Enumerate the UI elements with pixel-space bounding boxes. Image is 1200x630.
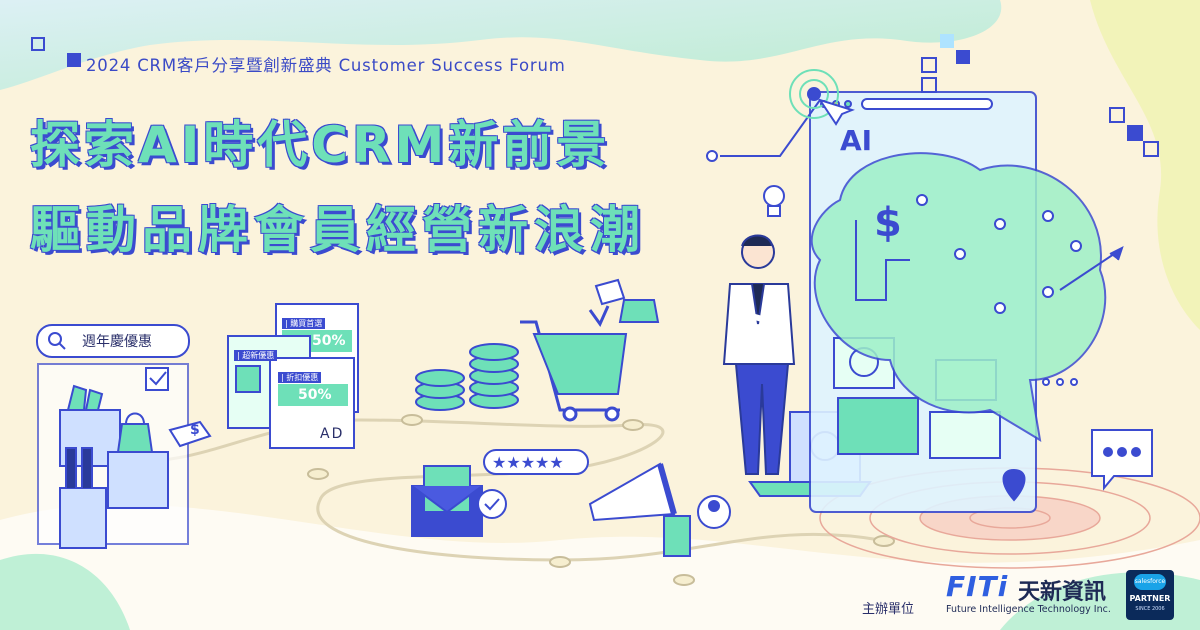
- chat-bubble-icon: [1091, 429, 1153, 491]
- partner-label: PARTNER: [1129, 594, 1171, 603]
- partner-since: SINCE 2006: [1135, 606, 1165, 612]
- rating-stars: ★★★★★: [483, 449, 589, 475]
- path-nodes: [307, 414, 895, 586]
- partner-badge: salesforce PARTNER SINCE 2006: [1126, 570, 1174, 620]
- search-icon: [48, 332, 66, 350]
- headline-line-2: 驅動品牌會員經營新浪潮: [30, 201, 646, 259]
- ai-label: AI: [840, 124, 873, 157]
- bottom-left-blob: [0, 553, 130, 630]
- brand-name-en: Future Intelligence Technology Inc.: [946, 604, 1111, 615]
- price-tag-symbol: $: [190, 422, 200, 438]
- pixel-squares: [31, 34, 1159, 157]
- price-tag-bag: [594, 278, 660, 323]
- event-eyebrow: 2024 CRM客戶分享暨創新盛典 Customer Success Forum: [86, 56, 566, 75]
- coupon-discount-value: 50%: [298, 387, 332, 403]
- businessman: [722, 234, 796, 475]
- salesforce-logo: salesforce: [1134, 574, 1166, 590]
- coupon-card-label: | 超新優惠: [234, 350, 278, 361]
- bottom-blob: [0, 504, 1200, 630]
- email-icon: [411, 465, 507, 537]
- brand-name-cn: 天新資訊: [1018, 580, 1107, 605]
- ad-label: AD: [320, 426, 345, 442]
- coin-stacks: [415, 343, 519, 411]
- top-blob: [0, 0, 1002, 90]
- right-blob: [1090, 0, 1200, 330]
- brain-illustration: $: [810, 152, 1124, 442]
- megaphone-icon: [588, 462, 731, 557]
- coupon-card-label: | 折扣優惠: [278, 372, 322, 383]
- location-pin-icon: [1002, 468, 1026, 502]
- store-display: [37, 363, 212, 549]
- svg-text:★★★★★: ★★★★★: [492, 453, 564, 472]
- headline-line-1: 探索AI時代CRM新前景: [30, 116, 611, 174]
- coupon-discount-value: 50%: [312, 333, 346, 349]
- lightbulb-icon: [763, 185, 785, 217]
- coupon-card-label: | 購買首選: [282, 318, 326, 329]
- host-label: 主辦單位: [862, 602, 915, 617]
- brand-logo: FITi: [946, 570, 1009, 603]
- shopping-cart: [520, 305, 628, 422]
- search-box: 週年慶優惠: [36, 324, 190, 358]
- svg-text:$: $: [874, 200, 902, 246]
- connector: [706, 69, 855, 162]
- search-text: 週年慶優惠: [82, 334, 152, 350]
